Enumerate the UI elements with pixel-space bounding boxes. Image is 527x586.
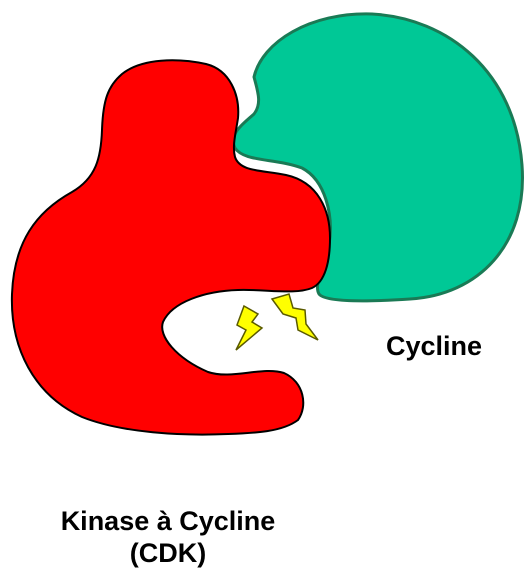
cdk-label: Kinase à Cycline (CDK) <box>0 505 336 569</box>
lightning-bolt-icon <box>236 306 262 350</box>
cdk-label-line2: (CDK) <box>0 537 336 569</box>
cycline-label: Cycline <box>386 330 482 362</box>
lightning-bolt-icon <box>272 294 318 340</box>
cdk-label-line1: Kinase à Cycline <box>0 505 336 537</box>
